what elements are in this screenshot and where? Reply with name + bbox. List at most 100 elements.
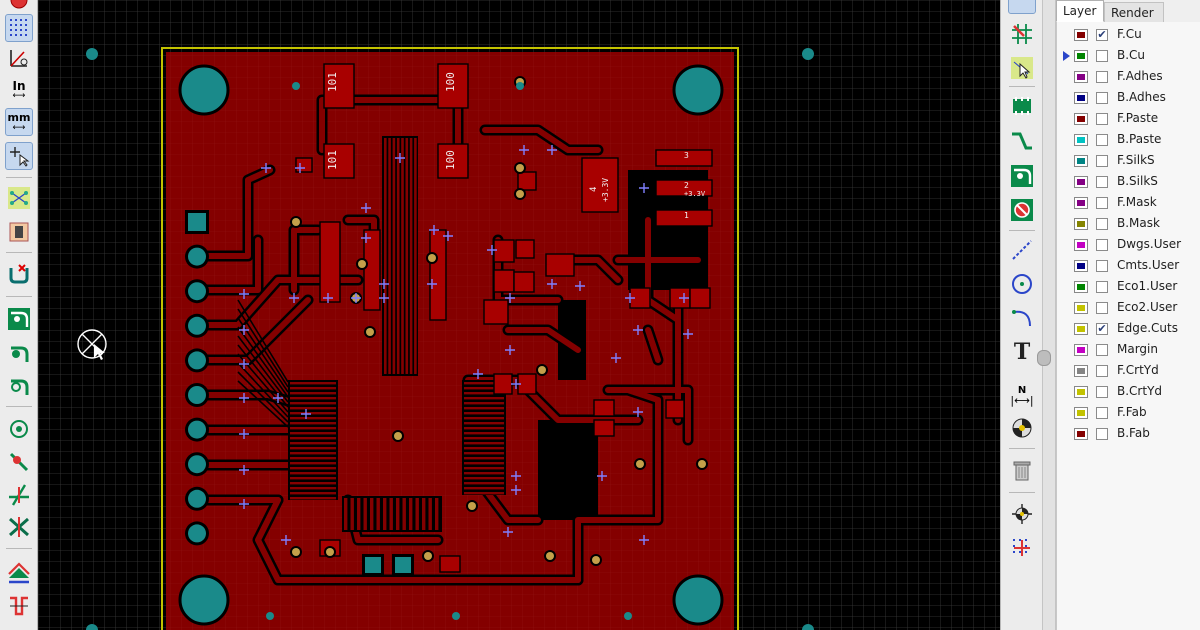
add-footprint-button[interactable] <box>1008 92 1036 120</box>
layer-visibility-checkbox[interactable] <box>1096 260 1108 272</box>
left-connector[interactable] <box>185 210 209 546</box>
smd-pads[interactable] <box>295 63 713 573</box>
layer-visibility-checkbox[interactable] <box>1096 197 1108 209</box>
delete-tool-button[interactable] <box>1008 456 1036 484</box>
zone-outline-button[interactable] <box>5 340 33 368</box>
layer-row-edge-cuts[interactable]: ✔Edge.Cuts <box>1057 319 1200 340</box>
layer-color-swatch[interactable] <box>1074 92 1088 104</box>
polar-coords-button[interactable] <box>5 44 33 72</box>
layer-color-swatch[interactable] <box>1074 302 1088 314</box>
layer-color-swatch[interactable] <box>1074 323 1088 335</box>
layer-row-margin[interactable]: Margin <box>1057 340 1200 361</box>
zone-sketch-button[interactable] <box>5 373 33 401</box>
highlight-net-button[interactable] <box>1008 20 1036 48</box>
layer-color-swatch[interactable] <box>1074 281 1088 293</box>
track-sketch-button[interactable] <box>5 481 33 509</box>
layer-color-swatch[interactable] <box>1074 239 1088 251</box>
add-line-button[interactable] <box>1008 236 1036 264</box>
layer-color-swatch[interactable] <box>1074 29 1088 41</box>
layer-visibility-checkbox[interactable] <box>1096 365 1108 377</box>
layer-color-swatch[interactable] <box>1074 428 1088 440</box>
layer-visibility-checkbox[interactable] <box>1096 281 1108 293</box>
test-pads[interactable] <box>362 554 414 576</box>
auto-delete-tracks-button[interactable] <box>5 260 33 288</box>
splitter-handle[interactable] <box>1037 350 1051 366</box>
route-track-button[interactable] <box>1008 128 1036 156</box>
layer-row-f-cu[interactable]: ✔F.Cu <box>1057 25 1200 46</box>
layer-color-swatch[interactable] <box>1074 260 1088 272</box>
layer-row-eco1-user[interactable]: Eco1.User <box>1057 277 1200 298</box>
local-ratsnest-button[interactable] <box>1008 54 1036 82</box>
pad-sketch-button[interactable] <box>5 415 33 443</box>
layer-row-b-silks[interactable]: B.SilkS <box>1057 172 1200 193</box>
layer-color-swatch[interactable] <box>1074 155 1088 167</box>
panel-splitter[interactable] <box>1037 0 1056 630</box>
add-circle-button[interactable] <box>1008 270 1036 298</box>
layer-row-b-paste[interactable]: B.Paste <box>1057 130 1200 151</box>
layer-visibility-checkbox[interactable] <box>1096 218 1108 230</box>
zone-fill-button[interactable] <box>5 305 33 333</box>
high-contrast-button[interactable] <box>5 513 33 541</box>
layer-visibility-checkbox[interactable] <box>1096 155 1108 167</box>
layer-row-f-mask[interactable]: F.Mask <box>1057 193 1200 214</box>
add-dimension-button[interactable]: N |⟷| <box>1010 384 1034 407</box>
layer-visibility-checkbox[interactable] <box>1096 134 1108 146</box>
layer-row-f-fab[interactable]: F.Fab <box>1057 403 1200 424</box>
layer-row-f-paste[interactable]: F.Paste <box>1057 109 1200 130</box>
layer-row-b-adhes[interactable]: B.Adhes <box>1057 88 1200 109</box>
layer-visibility-checkbox[interactable] <box>1096 302 1108 314</box>
grid-toggle-button[interactable] <box>5 14 33 42</box>
layer-visibility-checkbox[interactable] <box>1096 50 1108 62</box>
via-sketch-button[interactable] <box>5 448 33 476</box>
layer-row-f-crtyd[interactable]: F.CrtYd <box>1057 361 1200 382</box>
layer-color-swatch[interactable] <box>1074 71 1088 83</box>
drc-icon[interactable] <box>5 0 33 14</box>
layer-visibility-checkbox[interactable] <box>1096 239 1108 251</box>
layer-visibility-checkbox[interactable]: ✔ <box>1096 322 1108 335</box>
layer-row-cmts-user[interactable]: Cmts.User <box>1057 256 1200 277</box>
layer-row-b-cu[interactable]: B.Cu <box>1057 46 1200 67</box>
layer-visibility-checkbox[interactable] <box>1096 344 1108 356</box>
layer-row-eco2-user[interactable]: Eco2.User <box>1057 298 1200 319</box>
select-tool-button[interactable] <box>1008 0 1036 14</box>
add-zone-button[interactable] <box>1008 162 1036 190</box>
cursor-shape-button[interactable] <box>5 142 33 170</box>
layer-row-f-silks[interactable]: F.SilkS <box>1057 151 1200 172</box>
pcb-canvas[interactable]: 101 100 101 100 4 +3.3V 3 2 +3.3V 1 <box>38 0 1000 630</box>
layer-row-f-adhes[interactable]: F.Adhes <box>1057 67 1200 88</box>
layer-color-swatch[interactable] <box>1074 386 1088 398</box>
layer-visibility-checkbox[interactable] <box>1096 71 1108 83</box>
layer-visibility-checkbox[interactable] <box>1096 386 1108 398</box>
layer-visibility-checkbox[interactable]: ✔ <box>1096 28 1108 41</box>
add-text-button[interactable]: T <box>1008 338 1036 366</box>
units-mm-button[interactable]: mm ⟷ <box>5 108 33 136</box>
layer-visibility-checkbox[interactable] <box>1096 407 1108 419</box>
layer-row-b-crtyd[interactable]: B.CrtYd <box>1057 382 1200 403</box>
layer-color-swatch[interactable] <box>1074 134 1088 146</box>
footprint-ratsnest-button[interactable] <box>5 218 33 246</box>
layers-manager-button[interactable] <box>5 558 33 586</box>
grid-origin-button[interactable] <box>1008 534 1036 562</box>
layer-color-swatch[interactable] <box>1074 344 1088 356</box>
units-inch-button[interactable]: In ⟷ <box>12 78 26 101</box>
layer-row-dwgs-user[interactable]: Dwgs.User <box>1057 235 1200 256</box>
qfp-ic-right[interactable] <box>462 380 506 495</box>
vias[interactable] <box>290 76 708 566</box>
layer-visibility-checkbox[interactable] <box>1096 92 1108 104</box>
add-target-button[interactable] <box>1008 414 1036 442</box>
layer-color-swatch[interactable] <box>1074 407 1088 419</box>
microwave-tools-button[interactable] <box>5 592 33 620</box>
top-connector-pins[interactable] <box>382 136 418 376</box>
layer-row-b-mask[interactable]: B.Mask <box>1057 214 1200 235</box>
show-ratsnest-button[interactable] <box>5 184 33 212</box>
add-arc-button[interactable] <box>1008 304 1036 332</box>
pcb-board-view[interactable]: 101 100 101 100 4 +3.3V 3 2 +3.3V 1 <box>38 0 1000 630</box>
bottom-connector-pins[interactable] <box>342 496 442 532</box>
layer-row-b-fab[interactable]: B.Fab <box>1057 424 1200 445</box>
keepout-zone-button[interactable] <box>1008 196 1036 224</box>
layer-color-swatch[interactable] <box>1074 365 1088 377</box>
tab-render[interactable]: Render <box>1104 2 1164 22</box>
layer-color-swatch[interactable] <box>1074 176 1088 188</box>
layer-color-swatch[interactable] <box>1074 218 1088 230</box>
qfp-ic-left[interactable] <box>288 380 338 500</box>
